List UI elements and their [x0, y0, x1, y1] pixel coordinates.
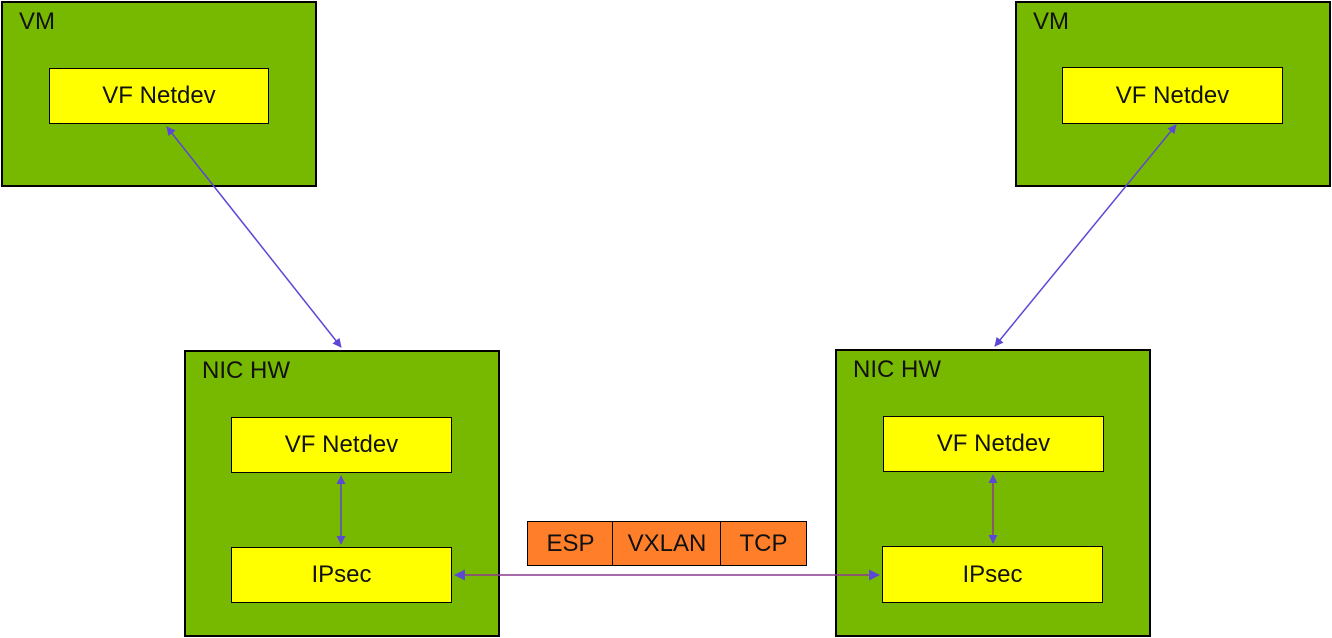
- packet-segment-tcp: TCP: [720, 521, 807, 566]
- arrow-vm-left-to-nic-left: [166, 126, 342, 348]
- nic-right-label: NIC HW: [853, 356, 941, 383]
- packet-segment-vxlan: VXLAN: [612, 521, 722, 566]
- nic-right-ipsec: IPsec: [882, 546, 1103, 603]
- nic-left-ipsec: IPsec: [231, 547, 452, 603]
- vm-right-vf-netdev: VF Netdev: [1062, 67, 1283, 124]
- nic-right-vf-netdev: VF Netdev: [883, 416, 1104, 472]
- arrow-vm-right-to-nic-right: [994, 124, 1177, 347]
- vm-right-label: VM: [1033, 8, 1069, 35]
- vm-left-vf-netdev: VF Netdev: [49, 68, 269, 124]
- nic-left-vf-netdev: VF Netdev: [231, 417, 452, 473]
- vm-left-label: VM: [19, 8, 55, 35]
- nic-left-label: NIC HW: [202, 357, 290, 384]
